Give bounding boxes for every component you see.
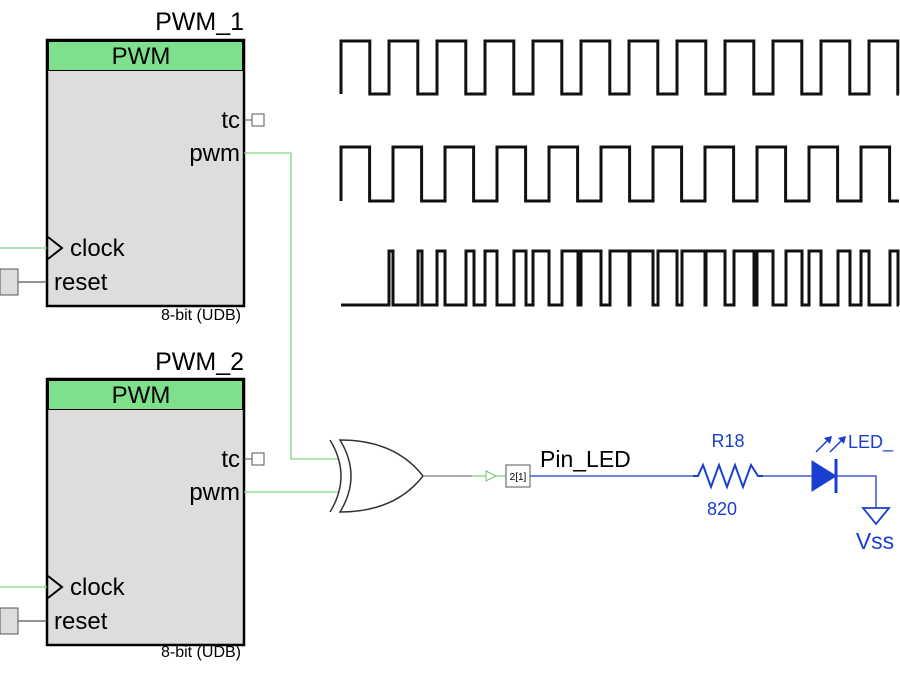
pwm2-waveform xyxy=(339,145,899,203)
pwm1-tc-terminal[interactable] xyxy=(251,113,265,127)
pwm1-pin-reset: reset xyxy=(54,269,108,296)
pwm1-block-body xyxy=(45,38,246,308)
pwm2-tc-terminal[interactable] xyxy=(251,452,265,466)
pwm2-block-header xyxy=(48,380,243,410)
pwm2-block-body xyxy=(45,377,246,647)
xor-waveform xyxy=(341,249,900,307)
pwm2-pin-tc: tc xyxy=(221,446,240,473)
pwm1-reset-terminal[interactable] xyxy=(0,268,19,296)
pwm1-pin-pwm: pwm xyxy=(189,140,240,167)
ground-vss[interactable]: Vss xyxy=(856,507,894,554)
pwm1-pin-tc: tc xyxy=(221,107,240,134)
xor-gate[interactable] xyxy=(329,439,472,513)
pwm2-instance-name: PWM_2 xyxy=(155,348,244,376)
pwm1-header-label: PWM xyxy=(112,43,171,70)
resistor-r18[interactable]: R18 820 xyxy=(693,431,763,519)
led-component[interactable]: LED_ xyxy=(811,432,894,493)
pwm2-reset-terminal[interactable] xyxy=(0,607,19,635)
pwm1-output-wire[interactable] xyxy=(244,152,338,460)
pwm1-clock-marker xyxy=(47,236,64,260)
pin-led-component[interactable]: 2[1] Pin_LED xyxy=(505,446,631,488)
led-label: LED_ xyxy=(848,432,894,453)
pwm1-subtitle: 8-bit (UDB) xyxy=(161,307,241,324)
led-emit-arrowhead-1 xyxy=(824,436,832,444)
resistor-value-label: 820 xyxy=(707,499,737,519)
led-triangle xyxy=(811,460,837,492)
pwm1-pin-clock: clock xyxy=(70,235,126,262)
pin-direction-arrow xyxy=(485,470,498,482)
xor-body xyxy=(338,439,424,513)
led-emit-arrowhead-2 xyxy=(838,436,846,444)
pwm2-pin-pwm: pwm xyxy=(189,479,240,506)
pin-tag: 2[1] xyxy=(510,472,527,483)
pwm2-pin-clock: clock xyxy=(70,574,126,601)
pwm2-pin-reset: reset xyxy=(54,608,108,635)
pwm2-component[interactable]: PWM_2 PWM tc pwm clock reset 8-bit (UDB) xyxy=(45,348,265,661)
ground-symbol xyxy=(861,507,891,526)
pwm1-component[interactable]: PWM_1 PWM tc pwm clock reset 8-bit (UDB) xyxy=(45,8,265,324)
pwm2-subtitle: 8-bit (UDB) xyxy=(161,644,241,661)
pwm1-block-header xyxy=(48,41,243,71)
pwm2-header-label: PWM xyxy=(112,382,171,409)
resistor-zigzag xyxy=(693,462,763,490)
led-to-ground-wire[interactable] xyxy=(836,475,877,508)
ground-label: Vss xyxy=(856,528,894,554)
pin-name-label: Pin_LED xyxy=(540,446,631,472)
pwm1-instance-name: PWM_1 xyxy=(155,8,244,36)
pwm1-waveform xyxy=(339,39,900,96)
resistor-ref-label: R18 xyxy=(711,431,744,451)
xor-input-curve xyxy=(329,439,342,513)
pwm2-clock-marker xyxy=(47,575,64,599)
